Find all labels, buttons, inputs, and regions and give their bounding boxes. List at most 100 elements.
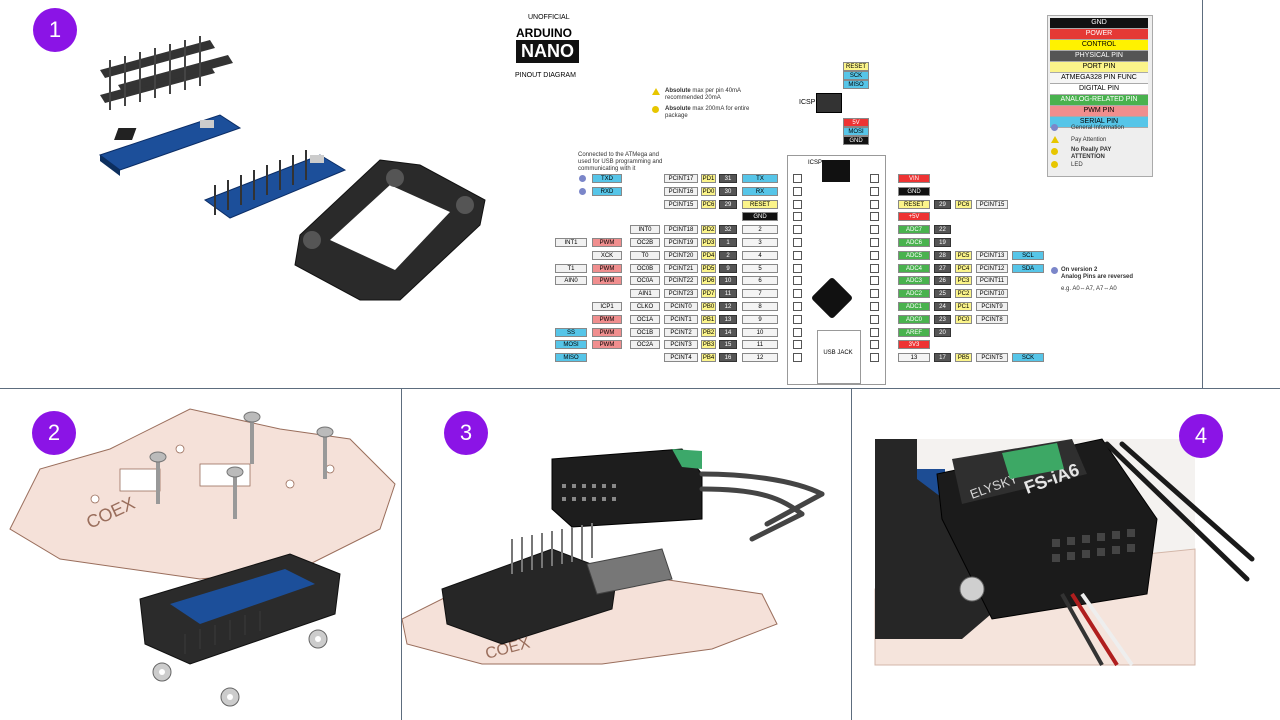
usb-note: Connected to the ATMega and used for USB… <box>578 152 663 172</box>
nut-icon <box>959 576 985 602</box>
pin-label-left: PD0 <box>701 186 716 196</box>
pin-label-left: 5 <box>742 263 778 273</box>
pin-label-left: PB2 <box>701 327 716 337</box>
board-pin-hole <box>793 340 802 350</box>
board-pin-hole <box>870 353 879 363</box>
adhesive-pad <box>586 548 673 595</box>
pin-label-left: 29 <box>719 199 737 209</box>
pin-label-right: PC1 <box>955 302 972 311</box>
pin-label-left: PCINT15 <box>664 199 698 209</box>
icsp-pin: 5V <box>843 118 869 127</box>
pin-label-left: OC2B <box>630 238 660 247</box>
pin-label-right: 29 <box>934 199 951 209</box>
usb-jack-label: USB JACK <box>823 350 853 356</box>
pin-label-left: 9 <box>719 263 737 273</box>
pin-label-left: PCINT20 <box>664 250 698 260</box>
pin-header-strip <box>100 40 233 103</box>
receiver-photo: ELYSKY FS-iA6 <box>874 438 1255 667</box>
pin-label-left: PCINT1 <box>664 314 698 324</box>
pin-label-left: 10 <box>719 276 737 286</box>
pin-label-left: 2 <box>742 225 778 235</box>
pin-label-left: TX <box>742 174 778 183</box>
pin-label-left: PB1 <box>701 314 716 324</box>
pin-label-left: RXD <box>592 186 622 196</box>
pin-label-right: PCINT12 <box>976 263 1008 273</box>
legend-item: ANALOG-RELATED PIN <box>1050 95 1148 106</box>
pin-label-right: +5V <box>898 212 930 222</box>
icsp-label: ICSP <box>799 99 816 106</box>
pin-label-left: OC0A <box>630 276 660 286</box>
warning-1-text: max per pin 40mA recommended 20mA <box>665 88 741 101</box>
pin-label-left: PB4 <box>701 353 716 363</box>
attention-icon <box>652 106 659 113</box>
pin-label-left: 31 <box>719 174 737 183</box>
version-note-eg: e.g. A0⇔A7, A7⇔A0 <box>1061 286 1117 292</box>
pin-label-right: ADC7 <box>898 225 930 235</box>
pin-label-left: OC1B <box>630 327 660 337</box>
pin-label-right: PCINT15 <box>976 199 1008 209</box>
divider-bottom-1 <box>401 388 402 720</box>
pin-label-left: PCINT0 <box>664 302 698 311</box>
board-pin-hole <box>793 302 802 311</box>
pin-label-right: GND <box>898 186 930 196</box>
pin-label-right: PCINT13 <box>976 250 1008 260</box>
board-pin-hole <box>870 276 879 286</box>
pin-label-left: PCINT2 <box>664 327 698 337</box>
legend-icon-label: Pay Attention <box>1071 137 1107 143</box>
pin-label-right: 3V3 <box>898 340 930 350</box>
pin-label-left: AIN1 <box>630 289 660 299</box>
board-pin-hole <box>870 186 879 196</box>
board-pin-hole <box>793 353 802 363</box>
pin-label-left: RESET <box>742 199 778 209</box>
pin-label-left: PWM <box>592 340 622 350</box>
pin-label-left: 14 <box>719 327 737 337</box>
icsp-pin: MOSI <box>843 127 869 136</box>
pin-label-left: PCINT16 <box>664 186 698 196</box>
pin-label-right: ADC2 <box>898 289 930 299</box>
pin-label-left: OC1A <box>630 314 660 324</box>
step-4-badge: 4 <box>1179 414 1223 458</box>
legend-item: POWER <box>1050 29 1148 40</box>
pin-label-right: AREF <box>898 327 930 337</box>
info-icon <box>1051 124 1058 131</box>
pin-label-right: 26 <box>934 276 951 286</box>
pin-label-left: PB0 <box>701 302 716 311</box>
legend-item: SERIAL PIN <box>1050 117 1148 128</box>
warning-2-text: max 200mA for entire package <box>665 106 750 119</box>
legend-icon-label: LED <box>1071 162 1083 168</box>
pin-label-left: 15 <box>719 340 737 350</box>
pinout-arduino: ARDUINO <box>516 26 572 40</box>
pin-label-left: PWM <box>592 314 622 324</box>
icsp-header <box>816 93 842 113</box>
receiver <box>551 448 703 528</box>
step-2-badge: 2 <box>32 411 76 455</box>
pin-label-left: T0 <box>630 250 660 260</box>
board-pin-hole <box>870 263 879 273</box>
legend-item: PHYSICAL PIN <box>1050 51 1148 62</box>
antenna-cable <box>1104 441 1255 582</box>
board-icsp-label: ICSP <box>808 160 823 166</box>
info-icon <box>579 175 586 182</box>
pin-label-left: 3 <box>742 238 778 247</box>
pin-label-left: PCINT19 <box>664 238 698 247</box>
board-pin-hole <box>793 225 802 235</box>
pin-label-left: PCINT21 <box>664 263 698 273</box>
pin-label-left: AIN0 <box>555 276 587 286</box>
pin-label-right: PC3 <box>955 276 972 286</box>
nano-boards-illustration <box>98 36 486 301</box>
pin-label-left: 13 <box>719 314 737 324</box>
pin-label-right: PC6 <box>955 199 972 209</box>
servo-wires <box>1060 592 1134 667</box>
pin-label-left: 12 <box>742 353 778 363</box>
legend-item: DIGITAL PIN <box>1050 84 1148 95</box>
legend-icon-label: General Information <box>1071 125 1125 131</box>
icsp-pin: MISO <box>843 80 869 89</box>
pin-label-right: PCINT9 <box>976 302 1008 311</box>
pin-label-left: TXD <box>592 174 622 183</box>
legend-item: GND <box>1050 18 1148 29</box>
pin-label-right: 25 <box>934 289 951 299</box>
pin-label-right: VIN <box>898 174 930 183</box>
receiver-mount-illustration: COEX <box>402 448 825 665</box>
board-pin-hole <box>793 276 802 286</box>
